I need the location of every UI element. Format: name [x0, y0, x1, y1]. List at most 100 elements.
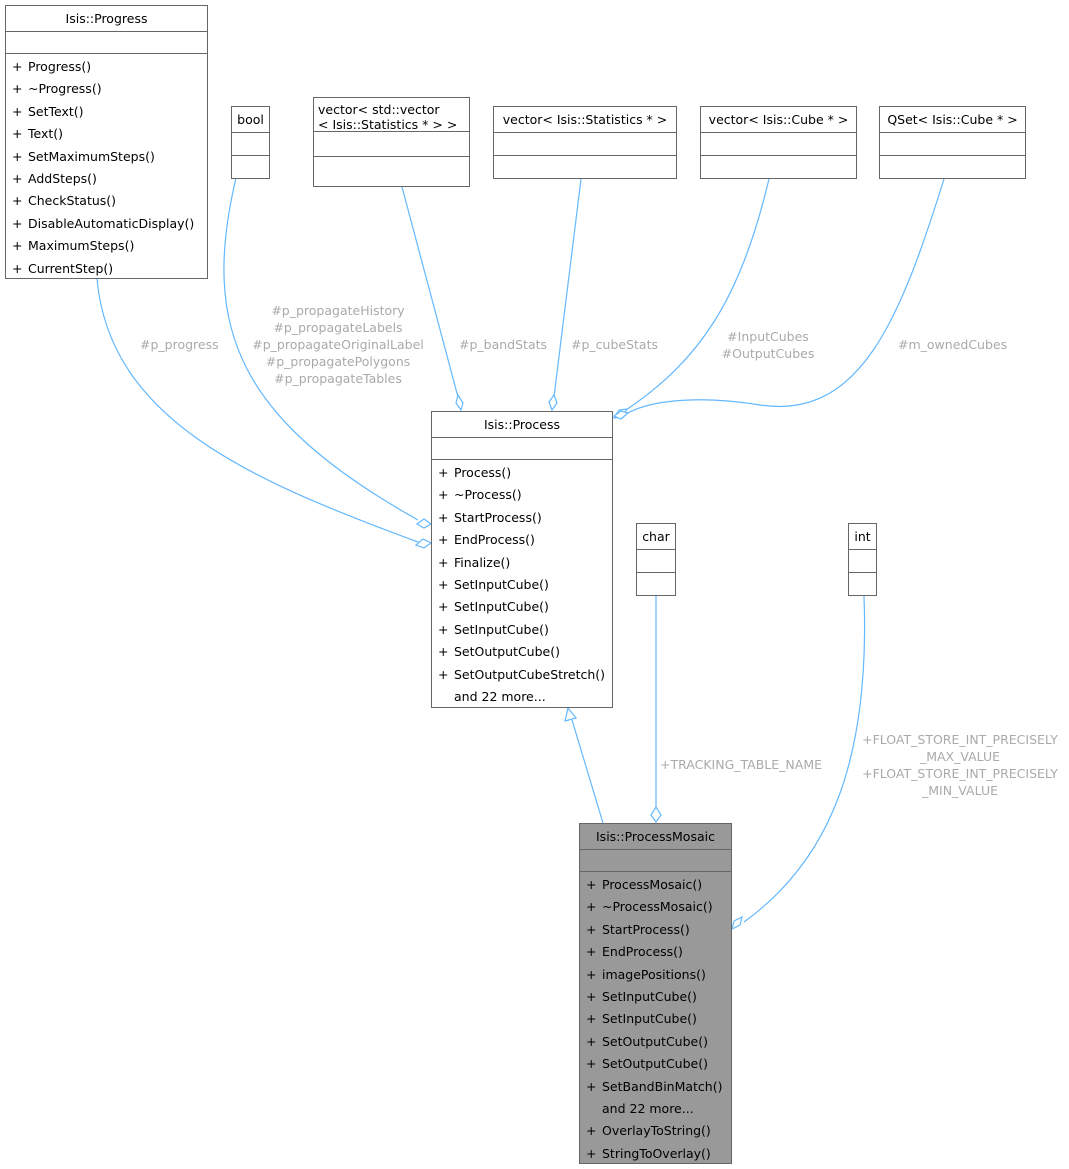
operation-item: +EndProcess() [432, 529, 612, 551]
operation-name: Finalize() [454, 554, 511, 570]
operation-visibility: + [12, 193, 23, 209]
class-title: vector< Isis::Statistics * > [494, 107, 676, 133]
operation-visibility: + [586, 944, 597, 960]
edge-inheritance [571, 719, 604, 824]
class-vector-vector-statistics: vector< std::vector < Isis::Statistics *… [313, 97, 470, 187]
operation-name: SetOutputCube() [602, 1056, 708, 1072]
operation-name: ProcessMosaic() [602, 877, 703, 892]
operation-item: + Finalize() [432, 552, 612, 574]
operation-name: SetInputCube() [602, 1011, 697, 1027]
operation-visibility: + [12, 170, 23, 186]
class-title: char [637, 524, 675, 550]
operation-visibility: + [438, 644, 449, 660]
label-float-max-2: _MAX_VALUE [919, 749, 1001, 764]
label-cube-stats: #p_cubeStats [571, 337, 658, 352]
label-bool-members: #p_propagateHistory #p_propagateLabels #… [248, 302, 428, 387]
operations-section [849, 573, 876, 594]
operation-name: ~Process() [454, 487, 522, 503]
class-title: QSet< Isis::Cube * > [880, 107, 1025, 133]
class-int: int [848, 523, 877, 596]
operation-item: +SetBandBinMatch() [580, 1076, 731, 1098]
operation-item: + AddSteps() [6, 168, 207, 190]
operations-section [314, 157, 469, 178]
diamond-progress [414, 538, 433, 549]
inheritance-arrowhead [564, 706, 578, 722]
diamond-char [650, 805, 662, 824]
operation-name: StringToOverlay() [602, 1145, 711, 1161]
operations-section [880, 156, 1025, 177]
operation-visibility: + [586, 1145, 597, 1161]
diamond-bool [415, 518, 433, 529]
operation-name: AddSteps() [28, 170, 97, 186]
attributes-section [314, 132, 469, 157]
operation-visibility: + [586, 1056, 597, 1072]
operation-visibility: + [438, 509, 449, 525]
operation-name: SetOutputCube() [602, 1033, 708, 1049]
diamond-cubestats [548, 393, 558, 412]
operations-section: +Process()+~Process()+StartProcess()+End… [432, 460, 612, 708]
operation-item: +SetText() [6, 101, 207, 123]
operation-item: +StartProcess() [432, 507, 612, 529]
label-tracking-table: +TRACKING_TABLE_NAME [660, 757, 823, 772]
class-vector-statistics: vector< Isis::Statistics * > [493, 106, 677, 179]
operation-visibility: + [586, 1033, 597, 1049]
operation-name: imagePositions() [602, 966, 706, 982]
operation-item: +SetMaximumSteps() [6, 146, 207, 168]
operation-visibility: + [12, 81, 23, 97]
class-bool: bool [231, 106, 270, 179]
operations-section [232, 156, 269, 177]
operation-item: and 22 more... [432, 686, 612, 708]
attributes-section [580, 850, 731, 872]
operation-item: +~Process() [432, 484, 612, 506]
label-output-cubes: #OutputCubes [721, 346, 815, 361]
operation-item: +Progress() [6, 56, 207, 78]
class-title: vector< std::vector < Isis::Statistics *… [314, 98, 469, 132]
operation-item: +~Progress() [6, 78, 207, 100]
operation-visibility: + [12, 148, 23, 164]
operation-item: +SetInputCube() [432, 574, 612, 596]
operation-item: + SetOutputCube() [580, 1031, 731, 1053]
operation-visibility: + [586, 988, 597, 1004]
operation-name: SetInputCube() [454, 599, 549, 615]
class-title-line-1: vector< std::vector [318, 102, 440, 117]
operation-name: EndProcess() [602, 944, 683, 960]
operation-visibility: + [12, 103, 23, 119]
attributes-section [701, 133, 856, 156]
label-propagate-labels: #p_propagateLabels [273, 320, 403, 335]
operation-visibility: + [586, 1123, 597, 1139]
label-propagate-history: #p_propagateHistory [271, 303, 405, 318]
class-title: bool [232, 107, 269, 133]
class-qset-cube: QSet< Isis::Cube * > [879, 106, 1026, 179]
operation-name: Text() [28, 126, 64, 142]
operation-item: + EndProcess() [580, 941, 731, 963]
operations-section: + ProcessMosaic() + ~ProcessMosaic() +StartP… [580, 872, 731, 1165]
operation-name: SetOutputCube() [454, 644, 560, 660]
operation-name: EndProcess() [454, 532, 535, 548]
edge-int-to-mosaic [743, 595, 866, 923]
class-title-line-2: < Isis::Statistics * > > [318, 117, 458, 132]
operation-visibility: + [12, 215, 23, 231]
operation-visibility: + [438, 576, 449, 592]
operation-name: MaximumSteps() [28, 238, 135, 254]
operation-name: SetOutputCubeStretch() [454, 666, 606, 682]
operation-visibility: + [586, 1011, 597, 1027]
operation-name: OverlayToString() [602, 1123, 711, 1139]
label-owned-cubes: #m_ownedCubes [898, 337, 1008, 352]
label-propagate-original-label: #p_propagateOriginalLabel [252, 337, 424, 352]
class-title: int [849, 524, 876, 550]
attributes-section [6, 32, 207, 54]
operation-name: SetInputCube() [454, 621, 549, 637]
label-input-cubes: #InputCubes [727, 329, 809, 344]
operation-name: and 22 more... [454, 688, 546, 704]
label-p-progress: #p_progress [140, 337, 219, 352]
operation-item: +StartProcess() [580, 919, 731, 941]
operation-visibility: + [12, 260, 23, 276]
operation-name: Progress() [28, 59, 92, 74]
operations-section [701, 156, 856, 177]
operation-item: +Process() [432, 462, 612, 484]
operation-item: and 22 more... [580, 1098, 731, 1120]
operation-name: ~ProcessMosaic() [602, 899, 713, 915]
operation-item: + SetOutputCube() [432, 641, 612, 663]
class-title: vector< Isis::Cube * > [701, 107, 856, 133]
operation-visibility: + [438, 554, 449, 570]
